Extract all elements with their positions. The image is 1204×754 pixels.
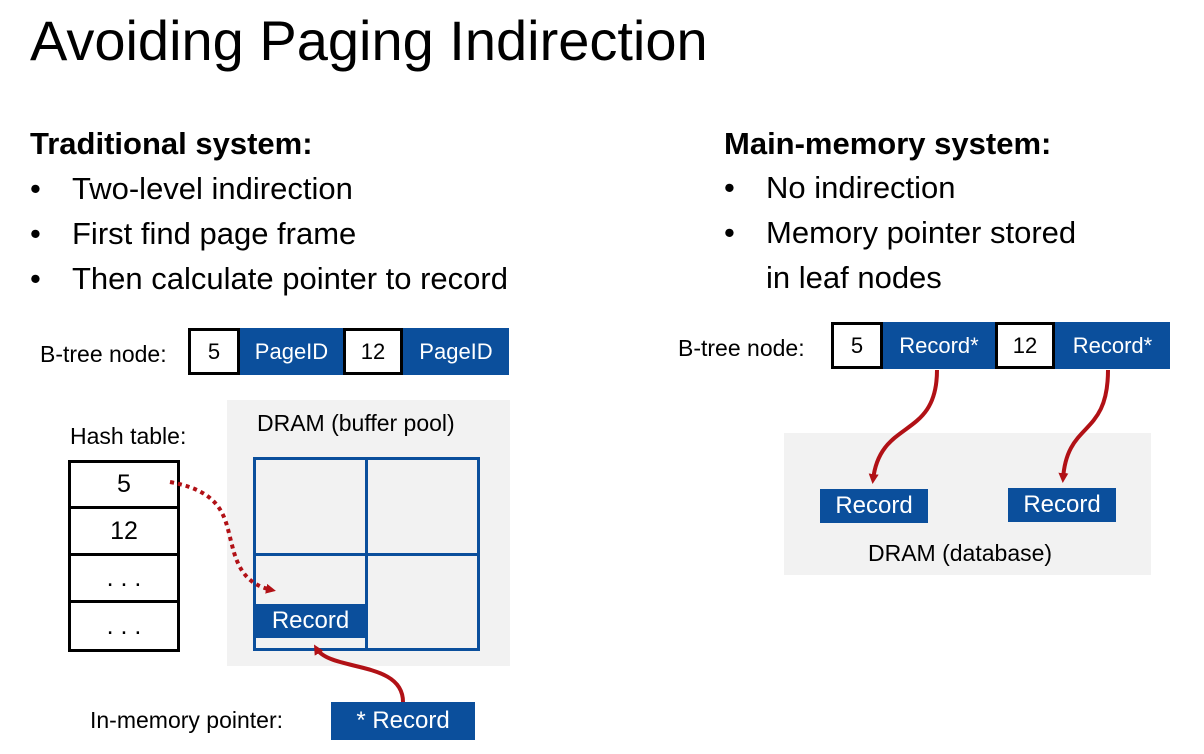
hash-row: 12	[68, 506, 180, 556]
main-memory-bullet: •Memory pointer stored	[724, 215, 1077, 250]
buffer-pool-record: Record	[256, 604, 365, 638]
dram-buffer-pool-label: DRAM (buffer pool)	[257, 410, 455, 436]
in-memory-pointer-box: * Record	[331, 702, 475, 740]
btree-record-pointer-cell: Record*	[1055, 322, 1170, 369]
btree-pageid-cell: PageID	[240, 328, 343, 375]
database-record: Record	[820, 489, 928, 523]
hash-table: 5 12 . . . . . .	[68, 460, 180, 652]
btree-key-cell: 5	[188, 328, 240, 375]
in-memory-pointer-label: In-memory pointer:	[90, 707, 284, 733]
record-pointer-arrow	[868, 369, 939, 484]
dram-database-label: DRAM (database)	[868, 540, 1053, 566]
pointer-to-record-arrow	[313, 644, 405, 703]
traditional-btree-label: B-tree node:	[40, 341, 167, 367]
btree-key-cell: 12	[995, 322, 1055, 369]
traditional-bullet: •Two-level indirection	[30, 171, 353, 206]
main-memory-bullets: •No indirection •Memory pointer stored •…	[724, 165, 1076, 300]
traditional-bullets: •Two-level indirection •First find page …	[30, 166, 508, 301]
database-record: Record	[1008, 488, 1116, 522]
page-frame	[365, 553, 480, 651]
hash-table-label: Hash table:	[70, 423, 187, 449]
main-memory-heading: Main-memory system:	[724, 126, 1052, 161]
main-memory-btree-label: B-tree node:	[678, 335, 805, 361]
btree-pageid-cell: PageID	[403, 328, 509, 375]
btree-key-cell: 12	[343, 328, 403, 375]
traditional-heading: Traditional system:	[30, 126, 313, 161]
hash-row: . . .	[68, 600, 180, 652]
traditional-bullet: •Then calculate pointer to record	[30, 261, 508, 296]
page-title: Avoiding Paging Indirection	[30, 9, 708, 72]
btree-key-cell: 5	[831, 322, 883, 369]
hash-to-frame-arrow	[169, 480, 276, 594]
main-memory-bullet-continuation: •in leaf nodes	[766, 260, 942, 295]
main-memory-bullet: •No indirection	[724, 170, 956, 205]
record-pointer-arrow	[1058, 369, 1110, 483]
btree-record-pointer-cell: Record*	[883, 322, 995, 369]
traditional-bullet: •First find page frame	[30, 216, 357, 251]
